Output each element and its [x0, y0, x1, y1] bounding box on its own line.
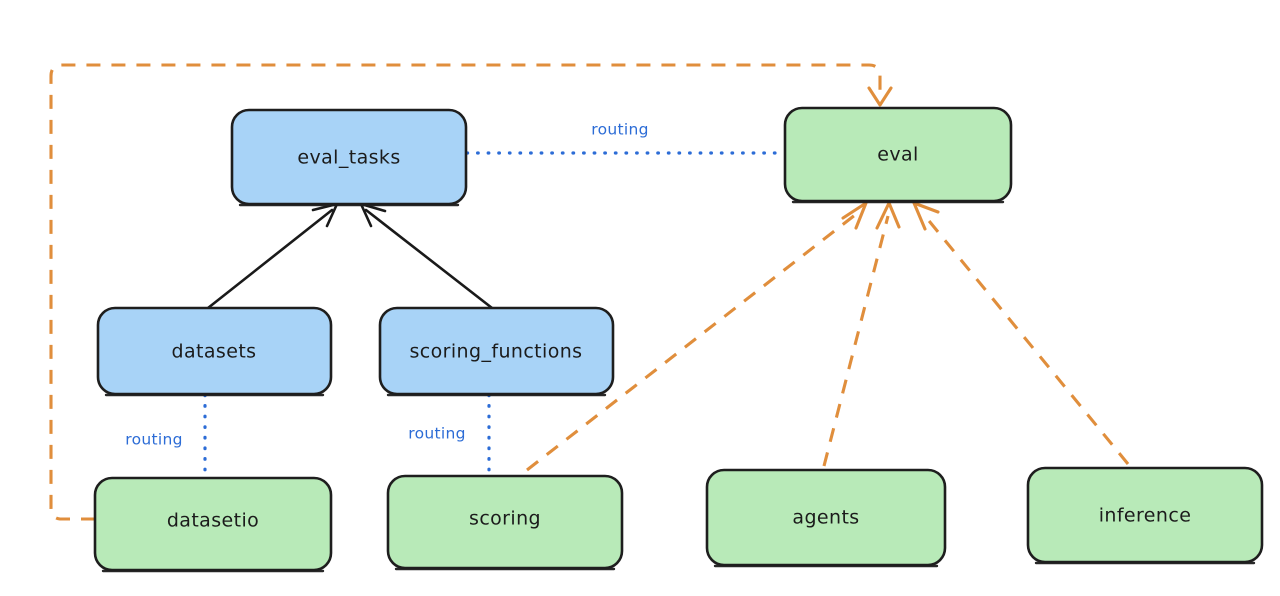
node-scoring-label: scoring: [469, 508, 541, 530]
edge-path-agents-eval: [822, 215, 890, 467]
edge-label-routing-eval: routing: [591, 121, 649, 139]
arrowhead-datasetio-eval: [867, 86, 893, 107]
node-datasets-label: datasets: [172, 341, 257, 363]
edge-inference-to-eval[interactable]: [912, 201, 1130, 465]
node-datasetio-box: [93, 476, 333, 572]
node-datasets[interactable]: datasets: [96, 306, 333, 397]
node-datasetio[interactable]: datasetio: [93, 476, 333, 573]
edge-scoring-functions-to-eval-tasks[interactable]: [359, 202, 494, 310]
edge-label-routing-datasetio: routing: [125, 431, 183, 449]
node-inference-box: [1026, 466, 1264, 564]
node-eval[interactable]: eval: [783, 106, 1013, 204]
node-datasetio-label: datasetio: [167, 510, 259, 532]
edge-path-scoring-eval: [526, 213, 856, 472]
node-scoring-functions-box: [378, 306, 615, 396]
node-agents[interactable]: agents: [705, 468, 947, 568]
edges-layer: [49, 63, 1130, 521]
node-scoring[interactable]: scoring: [386, 474, 624, 571]
edge-path-inference-eval: [923, 215, 1130, 465]
node-inference[interactable]: inference: [1026, 466, 1264, 565]
edge-path-scoring-functions-eval-tasks: [364, 208, 494, 310]
edge-labels-layer: routing routing routing: [125, 121, 649, 449]
edge-datasets-to-eval-tasks[interactable]: [206, 202, 339, 310]
node-agents-box: [705, 468, 947, 567]
node-eval-box: [783, 106, 1013, 203]
node-eval-label: eval: [877, 144, 918, 166]
node-scoring-functions[interactable]: scoring_functions: [378, 306, 615, 397]
arrowhead-scoring-eval: [841, 201, 868, 230]
node-scoring-functions-label: scoring_functions: [410, 341, 583, 363]
node-datasets-box: [96, 306, 333, 396]
edge-label-routing-scoring: routing: [408, 425, 466, 443]
node-eval-tasks[interactable]: eval_tasks: [230, 108, 468, 207]
edge-path-datasets-eval-tasks: [206, 208, 334, 310]
nodes-layer: eval_tasks eval datasets scoring_functio…: [93, 106, 1264, 573]
node-agents-label: agents: [792, 507, 859, 529]
node-scoring-box: [386, 474, 624, 570]
node-eval-tasks-box: [230, 108, 468, 206]
arrowhead-agents-eval: [875, 201, 901, 230]
edge-datasetio-to-eval[interactable]: [49, 63, 893, 521]
edge-agents-to-eval[interactable]: [822, 201, 901, 467]
node-inference-label: inference: [1099, 505, 1192, 527]
node-eval-tasks-label: eval_tasks: [297, 147, 400, 169]
